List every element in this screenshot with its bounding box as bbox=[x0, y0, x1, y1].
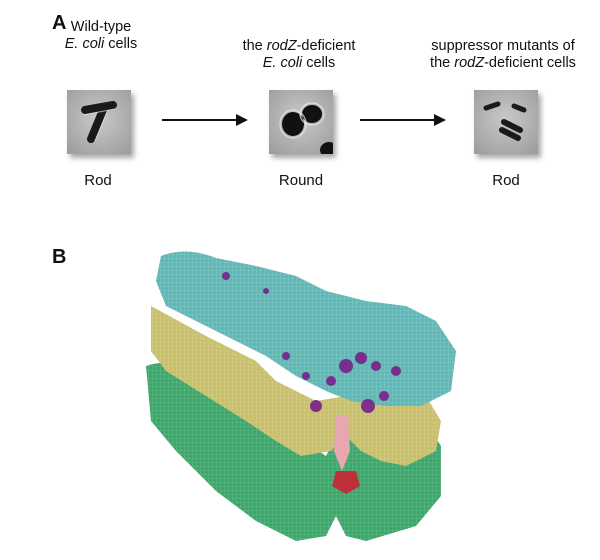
stage-2-shape-label: Round bbox=[278, 172, 324, 189]
arrow-right-icon bbox=[360, 114, 446, 126]
stage-3-caption: suppressor mutants of the rodZ-deficient… bbox=[408, 38, 598, 72]
stage-2-caption-line-1: the rodZ-deficient bbox=[242, 38, 356, 54]
stage-3-caption-line-2: the rodZ-deficient cells bbox=[430, 55, 576, 71]
protein-filament-surface-model bbox=[146, 251, 456, 541]
stage-1-caption-line-1: Wild-type bbox=[70, 19, 132, 35]
stage-3-caption-line-1: suppressor mutants of bbox=[431, 38, 575, 54]
central-accent bbox=[332, 416, 360, 494]
stage-2-caption: the rodZ-deficient E. coli cells bbox=[214, 38, 384, 72]
highlight-residues bbox=[222, 272, 401, 413]
panel-b-label: B bbox=[52, 246, 67, 268]
stage-2-caption-line-2: E. coli cells bbox=[262, 55, 336, 71]
stage-1-caption: Wild-type E. coli cells bbox=[16, 19, 186, 53]
stage-1-caption-line-2: E. coli cells bbox=[64, 36, 138, 52]
wild-type-cells-micrograph bbox=[67, 90, 131, 154]
arrow-right-icon bbox=[162, 114, 248, 126]
panel-a-label: A bbox=[52, 12, 67, 34]
stage-3-shape-label: Rod bbox=[492, 172, 520, 189]
stage-1-shape-label: Rod bbox=[84, 172, 112, 189]
rodz-deficient-cells-micrograph bbox=[269, 90, 338, 158]
suppressor-mutant-cells-micrograph bbox=[474, 90, 538, 154]
